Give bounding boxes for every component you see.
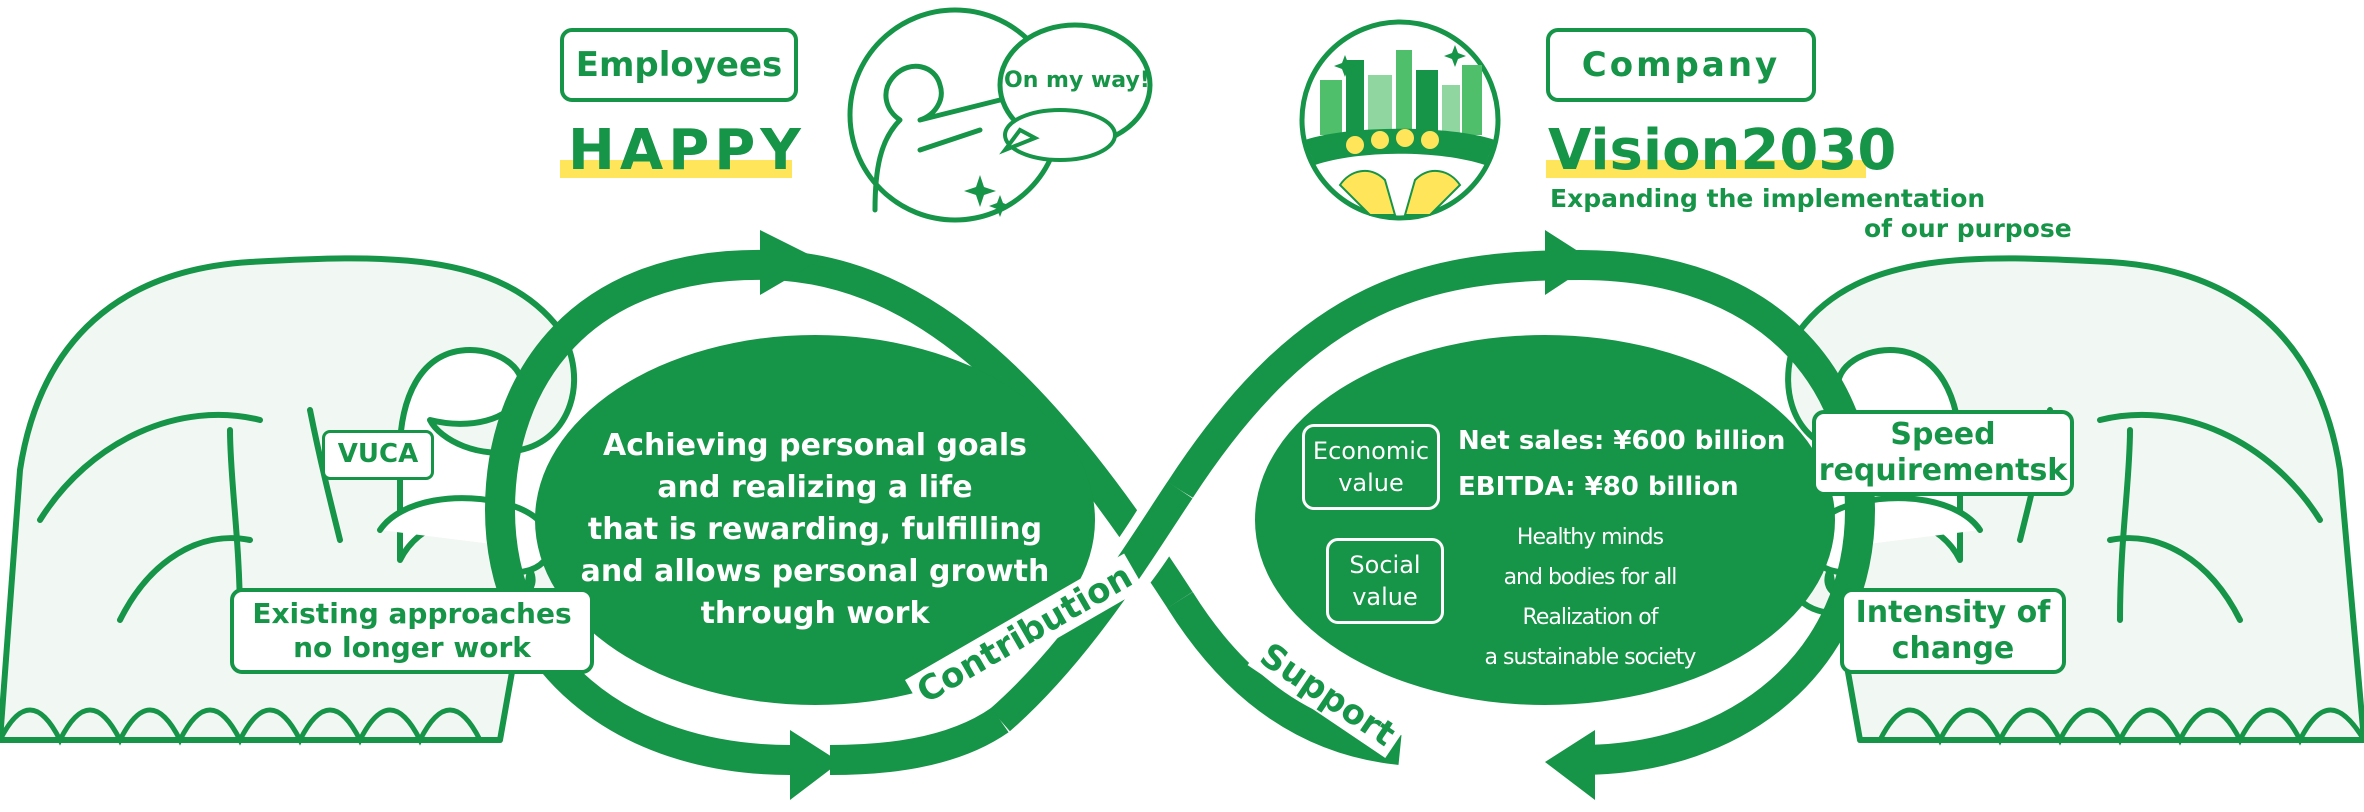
vision-title: Vision2030 (1548, 118, 1897, 183)
intensity-line-1: Intensity of (1855, 595, 2051, 630)
existing-approaches-label: Existing approaches no longer work (230, 588, 594, 674)
vuca-label: VUCA (322, 430, 434, 480)
existing-line-2: no longer work (293, 631, 531, 664)
speed-line-2: requirementsk (1818, 453, 2068, 488)
social-line-2: and bodies for all (1503, 565, 1678, 590)
existing-line-1: Existing approaches (252, 597, 572, 631)
social-tag-line-2: value (1352, 583, 1418, 611)
social-value-tag: Social value (1326, 538, 1444, 624)
personal-goals-text: Achieving personal goals and realizing a… (565, 425, 1065, 635)
social-line-1: Healthy minds (1516, 525, 1664, 550)
employee-illustration (847, 7, 1153, 223)
economic-tag-line-2: value (1338, 469, 1404, 497)
speed-line-1: Speed (1890, 417, 1996, 452)
intensity-line-2: change (1891, 631, 2015, 666)
personal-goals-line-5: through work (700, 596, 930, 631)
net-sales: Net sales: ¥600 billion (1458, 426, 1786, 456)
speed-requirements-label: Speed requirementsk (1812, 410, 2074, 496)
economic-values: Net sales: ¥600 billion EBITDA: ¥80 bill… (1458, 418, 1785, 510)
happy-highlight (560, 160, 792, 178)
economic-value-tag: Economic value (1302, 424, 1440, 510)
personal-goals-line-4: and allows personal growth (580, 554, 1050, 589)
vision-highlight (1546, 160, 1866, 178)
personal-goals-line-2: and realizing a life (657, 470, 973, 505)
ebitda: EBITDA: ¥80 billion (1458, 472, 1739, 502)
economic-tag-line-1: Economic (1312, 436, 1430, 465)
social-line-3: Realization of (1522, 605, 1659, 630)
personal-goals-line-1: Achieving personal goals (603, 428, 1027, 463)
infinity-loop (484, 230, 1876, 800)
vision-subtitle-2: of our purpose (1864, 214, 2072, 243)
social-values: Healthy minds and bodies for all Realiza… (1450, 518, 1730, 678)
vision-subtitle-1: Expanding the implementation (1550, 184, 1986, 213)
speech-bubble-text: On my way! (1004, 68, 1150, 93)
social-tag-line-1: Social (1349, 550, 1421, 579)
happy-title: HAPPY (568, 118, 806, 183)
company-illustration (1299, 19, 1501, 221)
social-line-4: a sustainable society (1484, 645, 1697, 670)
intensity-of-change-label: Intensity of change (1840, 588, 2066, 674)
employees-label: Employees (560, 28, 798, 102)
personal-goals-line-3: that is rewarding, fulfilling (587, 512, 1043, 547)
company-label: Company (1546, 28, 1816, 102)
